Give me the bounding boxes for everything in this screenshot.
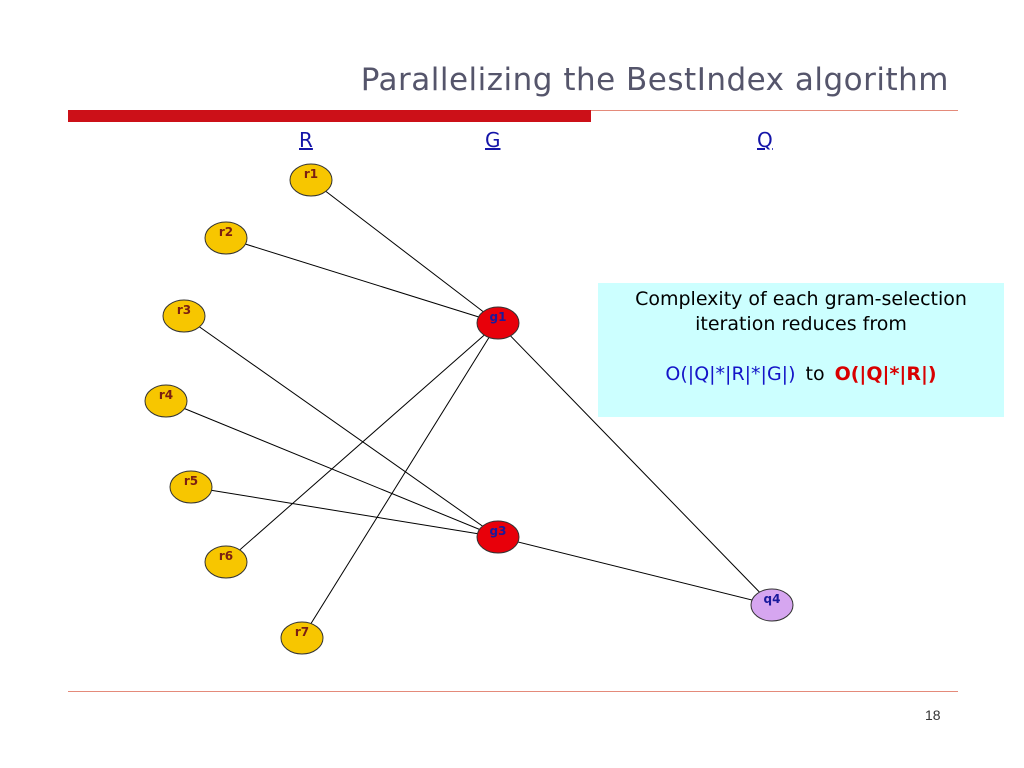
complexity-to: O(|Q|*|R|) (834, 363, 937, 385)
node-r6-label: r6 (219, 549, 233, 563)
node-r4-shape (144, 384, 188, 418)
edge-r6-g1 (225, 322, 499, 563)
node-r4-label: r4 (159, 388, 173, 402)
complexity-from: O(|Q|*|R|*|G|) (665, 363, 796, 385)
footer-rule (68, 691, 958, 692)
node-r5-shape (169, 470, 213, 504)
node-q4: q4 (750, 588, 794, 622)
edge-r3-g3 (183, 315, 499, 538)
edge-r4-g3 (165, 400, 499, 538)
node-q4-label: q4 (764, 592, 781, 606)
node-r7-shape (280, 621, 324, 655)
page-number: 18 (925, 707, 941, 723)
node-r2-shape (204, 221, 248, 255)
node-r6: r6 (204, 545, 248, 579)
title-accent-bar (68, 110, 591, 122)
complexity-callout: Complexity of each gram-selection iterat… (598, 283, 1004, 417)
node-q4-shape (750, 588, 794, 622)
node-g3-shape (476, 520, 520, 554)
node-r1-shape (289, 163, 333, 197)
edge-r7-g1 (301, 322, 499, 639)
node-r2-label: r2 (219, 225, 233, 239)
node-r3-shape (162, 299, 206, 333)
complexity-description: Complexity of each gram-selection iterat… (635, 288, 967, 335)
node-g1-label: g1 (490, 310, 507, 324)
node-r7: r7 (280, 621, 324, 655)
node-r4: r4 (144, 384, 188, 418)
complexity-expression: O(|Q|*|R|*|G|) to O(|Q|*|R|) (598, 363, 1004, 385)
column-heading-g: G (485, 128, 501, 152)
edge-r1-g1 (310, 179, 499, 324)
node-r1: r1 (289, 163, 333, 197)
node-r7-label: r7 (295, 625, 309, 639)
edge-g1-q4 (497, 322, 773, 606)
node-g3-label: g3 (490, 524, 507, 538)
node-r1-label: r1 (304, 167, 318, 181)
node-g3: g3 (476, 520, 520, 554)
node-r6-shape (204, 545, 248, 579)
node-g1: g1 (476, 306, 520, 340)
slide-title: Parallelizing the BestIndex algorithm (360, 62, 949, 98)
node-r3: r3 (162, 299, 206, 333)
node-r2: r2 (204, 221, 248, 255)
node-r5-label: r5 (184, 474, 198, 488)
node-r3-label: r3 (177, 303, 191, 317)
edge-r2-g1 (225, 237, 499, 324)
complexity-to-word: to (805, 363, 825, 385)
edge-r5-g3 (190, 486, 499, 538)
node-g1-shape (476, 306, 520, 340)
edges-layer (165, 179, 773, 639)
column-heading-r: R (299, 128, 313, 152)
nodes-layer: r1 r2 r3 r4 r5 r6 r7 g1 g3 q4 (144, 163, 794, 655)
edge-g3-q4 (497, 536, 773, 606)
column-heading-q: Q (757, 128, 773, 152)
node-r5: r5 (169, 470, 213, 504)
